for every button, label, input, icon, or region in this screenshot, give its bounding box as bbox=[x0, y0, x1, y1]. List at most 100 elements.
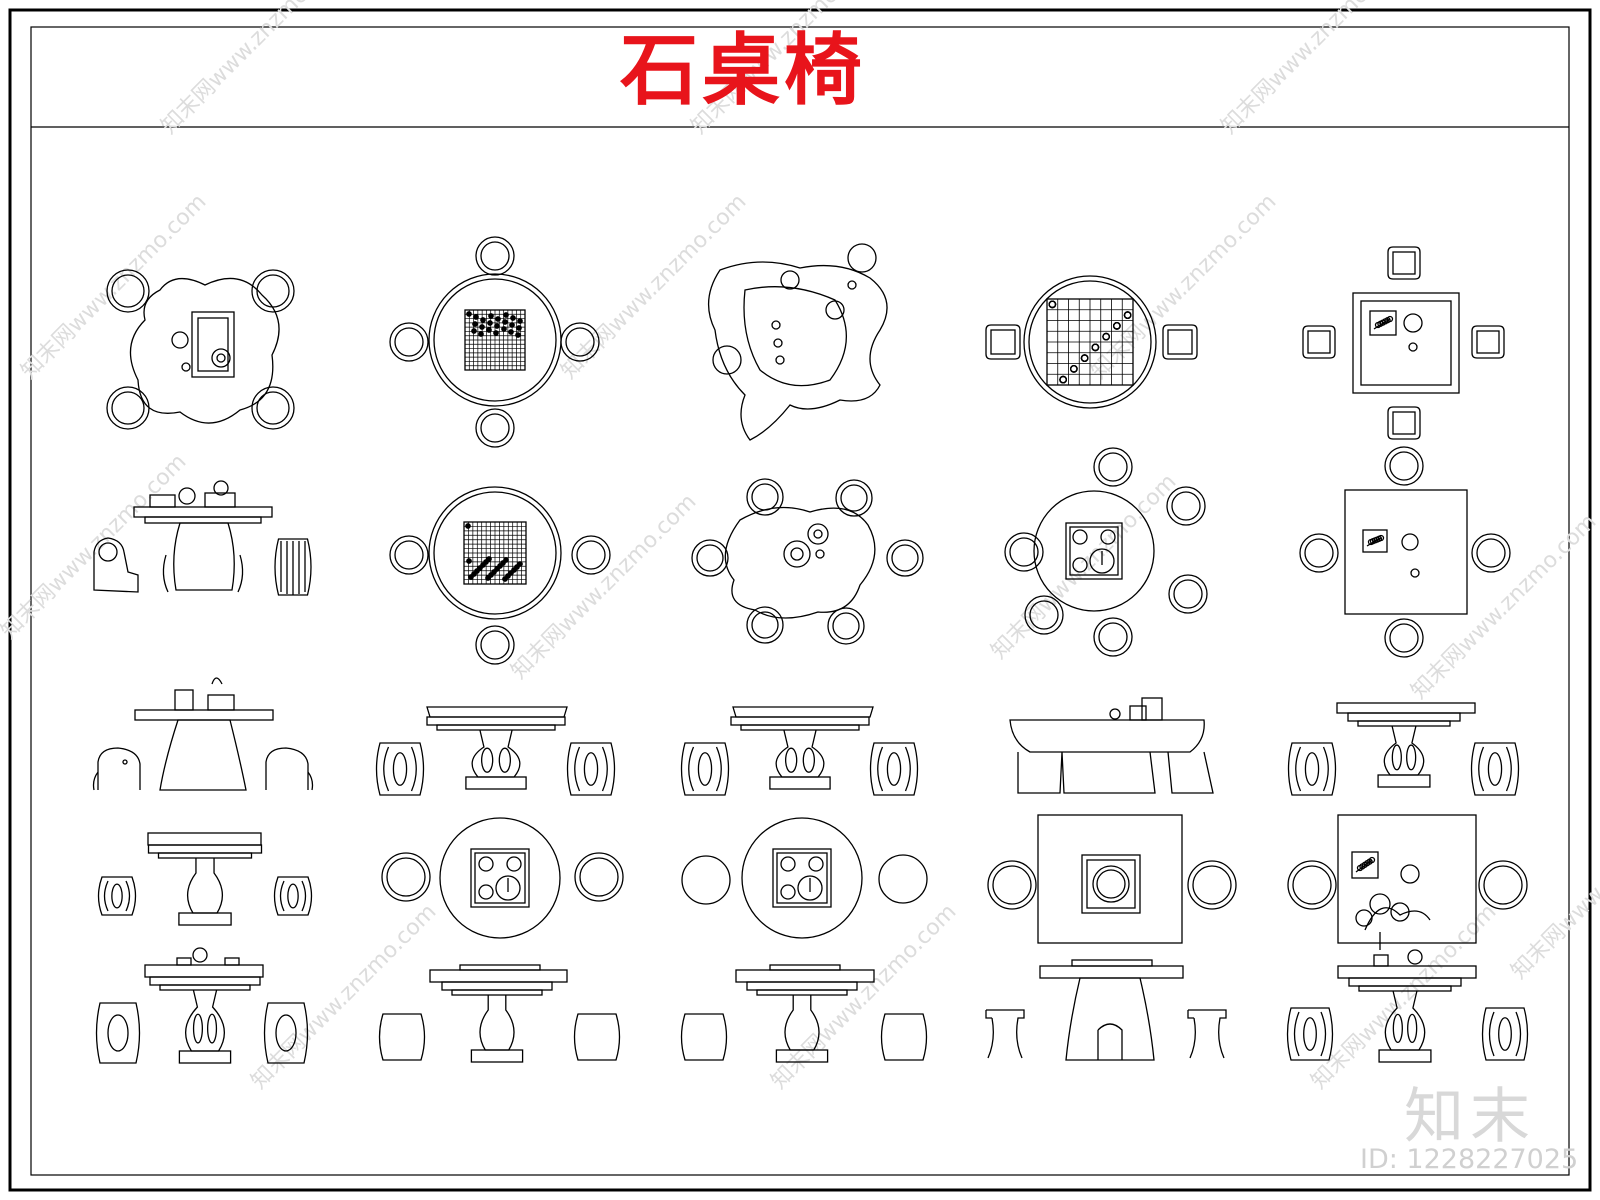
chess-piece bbox=[1080, 354, 1089, 362]
stool-ring bbox=[389, 535, 429, 575]
drum-stool bbox=[688, 746, 722, 792]
inner-border bbox=[30, 26, 1570, 1176]
stool-ring bbox=[480, 241, 510, 271]
round-table-2-stools-b bbox=[681, 817, 928, 939]
drum-stool bbox=[1470, 742, 1520, 796]
stool-ring bbox=[746, 478, 784, 516]
painting-frame bbox=[1351, 851, 1379, 879]
stool-ring bbox=[576, 540, 606, 570]
cup bbox=[1072, 529, 1088, 545]
table-top bbox=[451, 989, 543, 996]
teapot bbox=[211, 348, 231, 368]
table-top bbox=[724, 506, 876, 619]
stool-ring bbox=[251, 386, 295, 430]
pedestal bbox=[187, 858, 223, 914]
barrel-stool bbox=[378, 1013, 426, 1061]
tea-tray bbox=[204, 492, 236, 508]
plate bbox=[1092, 865, 1130, 903]
pedestal-hole bbox=[1406, 744, 1417, 771]
stool-ring bbox=[886, 539, 924, 577]
drum-stool bbox=[97, 876, 137, 916]
stool-ring bbox=[751, 483, 779, 511]
stool-ring bbox=[696, 544, 724, 572]
stool-ring bbox=[992, 865, 1032, 905]
watermark-layer: 知末网www.znzmo.com知末网www.znzmo.com知末网www.z… bbox=[0, 0, 1600, 1094]
elevation-drum-stools-a bbox=[375, 706, 616, 796]
table-top bbox=[147, 832, 262, 846]
pedestal bbox=[479, 995, 515, 1051]
drum-stool bbox=[1488, 1011, 1522, 1057]
elevation-table-stools-b bbox=[680, 964, 928, 1063]
pedestal bbox=[1065, 977, 1155, 1061]
stool-ring bbox=[1483, 865, 1523, 905]
curved-stool bbox=[1187, 1009, 1227, 1059]
painting-frame bbox=[1369, 310, 1397, 336]
go-stone bbox=[501, 326, 507, 332]
pedestal-hole bbox=[1391, 744, 1402, 771]
go-stone bbox=[510, 315, 516, 321]
square-stool bbox=[1307, 330, 1331, 354]
cup bbox=[1072, 557, 1088, 573]
cup bbox=[847, 280, 857, 290]
pedestal bbox=[162, 554, 244, 593]
page-title: 石桌椅 bbox=[620, 25, 867, 116]
stool-ring bbox=[111, 274, 145, 308]
table-top bbox=[428, 486, 562, 620]
stool-ring bbox=[106, 269, 150, 313]
drum-stool bbox=[1304, 752, 1320, 786]
teapot bbox=[1403, 313, 1423, 333]
base bbox=[1378, 1049, 1432, 1063]
chess-piece bbox=[1048, 300, 1057, 309]
round-go-table-4-stools-b bbox=[389, 486, 611, 665]
pedestal-hole bbox=[1392, 1013, 1403, 1044]
table-top bbox=[426, 716, 566, 726]
drum-stool bbox=[103, 880, 131, 912]
cup bbox=[808, 856, 824, 872]
pedestal bbox=[471, 729, 521, 778]
barrel-stool bbox=[95, 1002, 141, 1064]
stool-ring bbox=[751, 611, 779, 639]
inset-frame bbox=[470, 848, 530, 908]
go-stone bbox=[472, 321, 478, 327]
square-table-bonsai-2-stools bbox=[1287, 814, 1528, 950]
pedestal bbox=[775, 729, 825, 778]
watermark-text: 知末网www.znzmo.com bbox=[1217, 0, 1412, 139]
table-top bbox=[134, 709, 274, 721]
teapot-lid bbox=[211, 677, 223, 685]
pedestal-hole bbox=[192, 1013, 204, 1044]
table-top bbox=[1023, 275, 1157, 409]
teapot bbox=[783, 540, 811, 568]
blossom bbox=[1386, 315, 1394, 323]
watermark-text: 知末网www.znzmo.com bbox=[1507, 789, 1600, 984]
stone-table bbox=[1009, 719, 1205, 753]
go-stone bbox=[479, 324, 485, 330]
stool-ring bbox=[1187, 860, 1237, 910]
drum-stool bbox=[1498, 1017, 1512, 1051]
table-top bbox=[1336, 702, 1476, 714]
stool-ring bbox=[475, 625, 515, 665]
teapot bbox=[790, 547, 804, 561]
drum-stool bbox=[680, 742, 730, 796]
elevation-boulder-seats bbox=[1009, 697, 1214, 794]
table-top bbox=[1360, 300, 1452, 386]
stool-ring bbox=[1478, 860, 1528, 910]
square-stool bbox=[1167, 329, 1193, 355]
go-stone bbox=[478, 331, 484, 337]
stool-ring bbox=[389, 322, 429, 362]
rock-stool bbox=[712, 345, 742, 375]
stool-ring bbox=[1098, 622, 1128, 652]
pedestal bbox=[159, 719, 247, 791]
teapot bbox=[192, 947, 208, 963]
stool-ring bbox=[827, 607, 865, 645]
rock-stool bbox=[847, 243, 877, 273]
teapot bbox=[813, 529, 823, 539]
drum-stool bbox=[566, 742, 616, 796]
stool-ring bbox=[1389, 623, 1419, 653]
stool bbox=[681, 855, 731, 905]
drum-stool bbox=[877, 746, 911, 792]
square-stool bbox=[1162, 324, 1198, 360]
chess-piece bbox=[1102, 332, 1110, 341]
drum-stool bbox=[1487, 752, 1503, 786]
go-stone bbox=[488, 313, 494, 319]
stool-ring bbox=[579, 857, 619, 897]
